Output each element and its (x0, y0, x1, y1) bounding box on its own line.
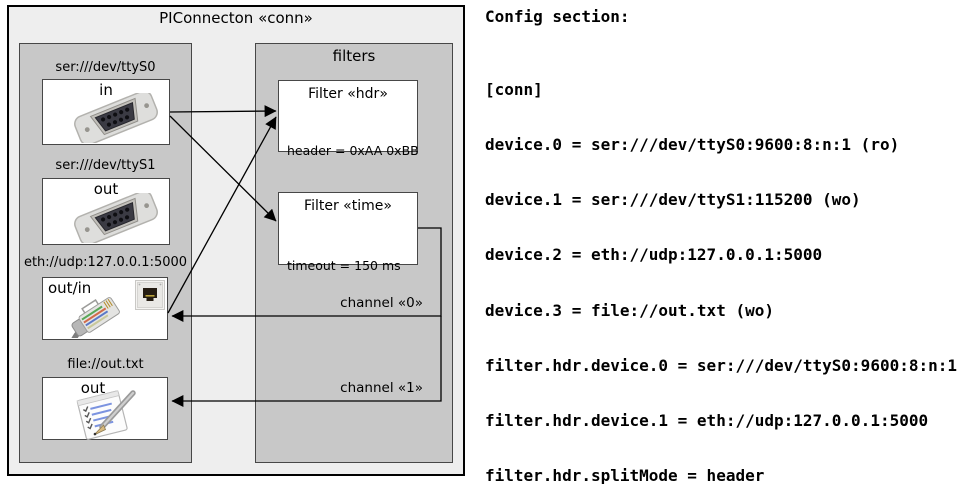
device-file-box: out (42, 377, 168, 440)
config-line: filter.hdr.device.1 = eth://udp:127.0.0.… (485, 411, 929, 431)
ethernet-jack-icon (135, 280, 165, 310)
filter-time-title: Filter «time» (304, 198, 392, 214)
filters-container-title: filters (332, 47, 376, 65)
device-ttys0-direction: in (99, 81, 113, 99)
config-line: filter.hdr.splitMode = header (485, 466, 765, 484)
device-eth-url: eth://udp:127.0.0.1:5000 (23, 255, 188, 270)
device-file-direction: out (80, 379, 106, 397)
device-ttys1-box: out (42, 178, 170, 245)
config-line: device.3 = file://out.txt (wo) (485, 300, 774, 320)
config-line: filter.hdr.device.0 = ser:///dev/ttyS0:9… (485, 355, 958, 375)
channel-1-label: channel «1» (340, 380, 423, 396)
ethernet-connector-icon (66, 297, 120, 338)
device-file-url: file://out.txt (67, 357, 144, 372)
config-section-body: [conn] device.0 = ser:///dev/ttyS0:9600:… (485, 44, 964, 484)
filter-hdr-title: Filter «hdr» (308, 86, 388, 102)
diagram-title: PIConnecton «conn» (159, 9, 313, 27)
config-line: device.2 = eth://udp:127.0.0.1:5000 (485, 245, 823, 265)
device-ttys0-url: ser:///dev/ttyS0 (55, 60, 156, 75)
config-section-heading: Config section: (485, 7, 630, 26)
device-ttys1-url: ser:///dev/ttyS1 (55, 158, 156, 173)
device-eth-box: out/in (42, 277, 168, 340)
filter-hdr-param-header: header = 0xAA 0xBB (287, 143, 419, 158)
device-eth-direction: out/in (48, 279, 92, 297)
serial-connector-icon (74, 93, 158, 143)
serial-connector-icon (74, 193, 158, 243)
filter-hdr-box: Filter «hdr» header = 0xAA 0xBB payloadS… (278, 80, 419, 208)
channel-0-label: channel «0» (340, 295, 423, 311)
config-line: device.0 = ser:///dev/ttyS0:9600:8:n:1 (… (485, 135, 900, 155)
filter-time-param-timeout: timeout = 150 ms (287, 258, 401, 273)
device-ttys0-box: in (42, 79, 170, 145)
notepad-icon (76, 390, 136, 440)
config-line: [conn] (485, 79, 543, 99)
filter-time-box: Filter «time» timeout = 150 ms (278, 192, 418, 273)
device-ttys1-direction: out (93, 180, 119, 198)
config-line: device.1 = ser:///dev/ttyS1:115200 (wo) (485, 190, 861, 210)
pencil-icon (93, 390, 136, 436)
